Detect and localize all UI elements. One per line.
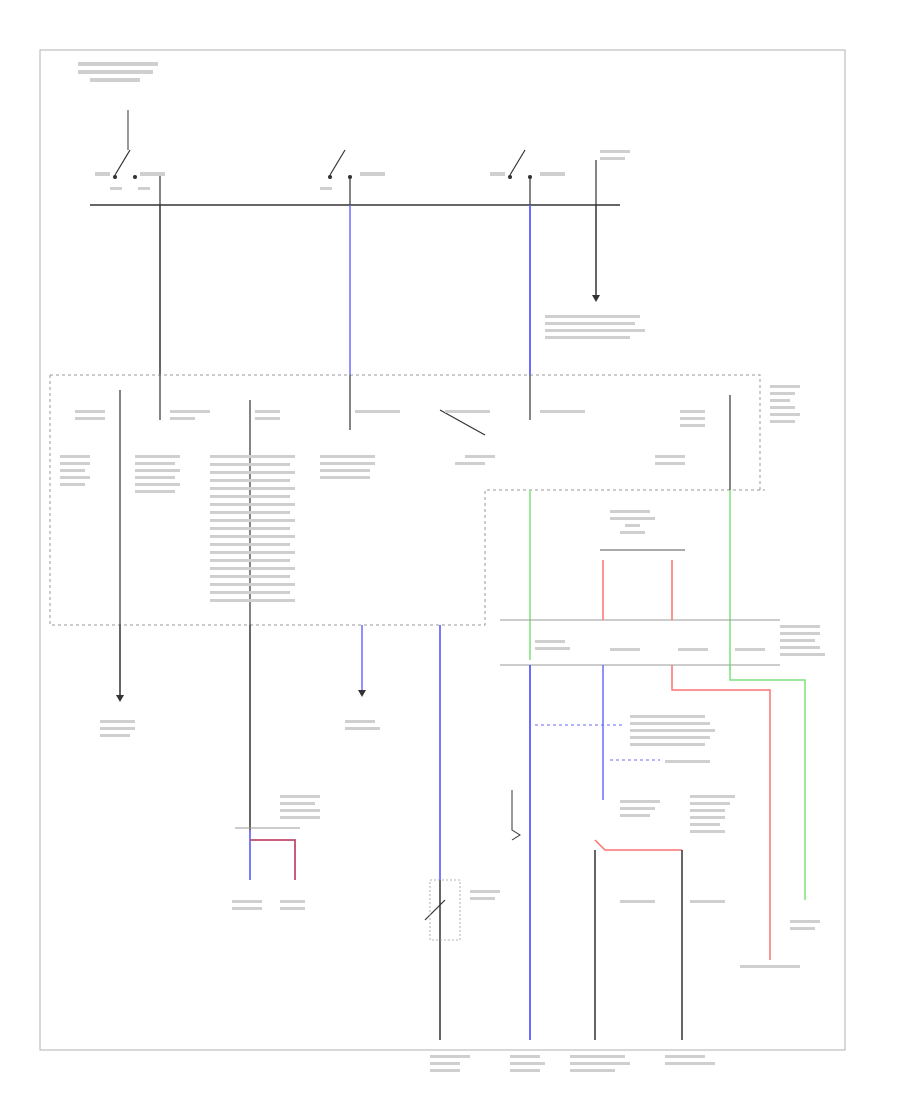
fuses xyxy=(119,375,731,625)
lower-right-circuits xyxy=(511,665,806,1040)
relay xyxy=(600,549,685,620)
fuse-relay-box xyxy=(49,374,765,626)
ignition-switch-contact-3 xyxy=(508,149,597,205)
feed-wires-top xyxy=(159,205,600,375)
lower-left-outputs xyxy=(116,625,461,1040)
ignition-switch-contact-1 xyxy=(113,110,161,205)
illegible-label-marks xyxy=(60,62,825,1072)
ignition-switch-contact-2 xyxy=(328,149,352,205)
page-border xyxy=(39,49,846,1051)
right-feeds xyxy=(500,490,780,670)
